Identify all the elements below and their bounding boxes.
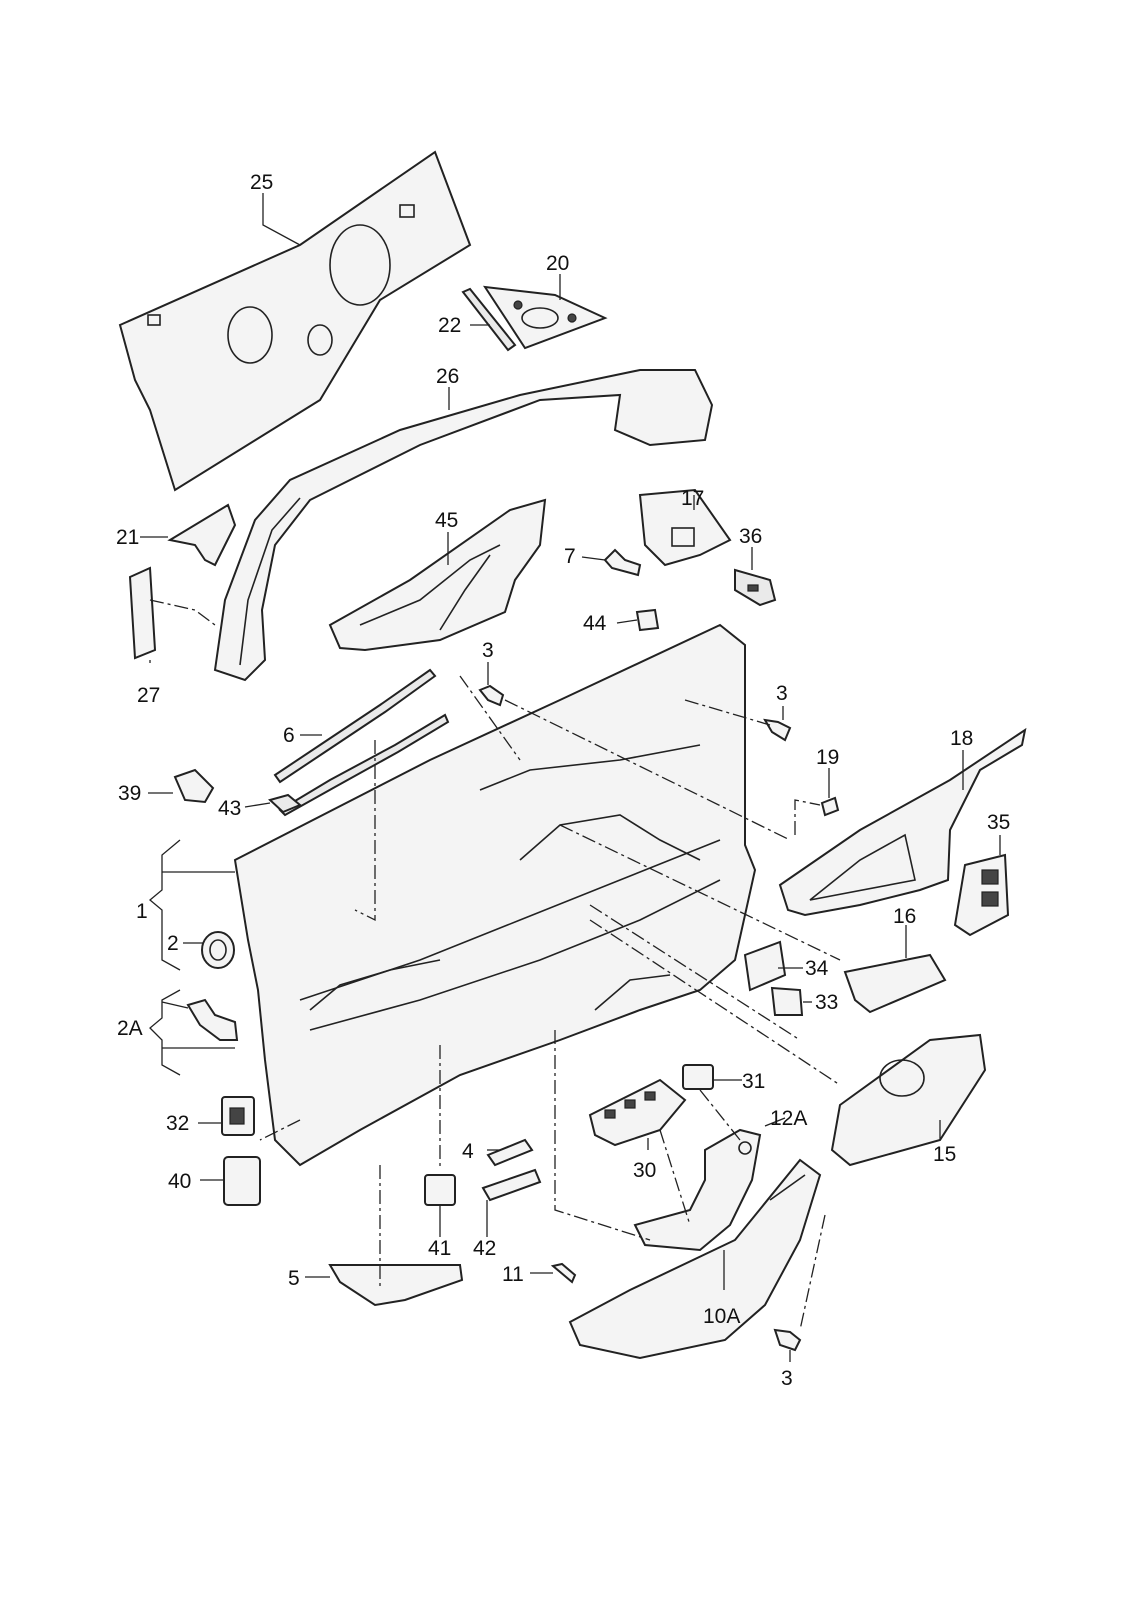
part-31-mirror-switch[interactable]	[682, 1064, 714, 1090]
part-15-speaker-grille[interactable]	[830, 1033, 987, 1167]
label-4: 4	[462, 1140, 474, 1163]
label-20: 20	[546, 252, 569, 275]
label-31: 31	[742, 1070, 765, 1093]
part-42-lamp[interactable]	[481, 1168, 542, 1202]
label-25: 25	[250, 171, 273, 194]
part-27-foam-strip[interactable]	[128, 566, 157, 660]
part-39-bracket[interactable]	[173, 768, 215, 804]
label-44: 44	[583, 612, 607, 635]
label-21: 21	[116, 526, 139, 549]
label-3-a: 3	[482, 639, 494, 662]
part-7-bolt[interactable]	[603, 548, 642, 577]
label-1: 1	[136, 900, 148, 923]
part-45-trim-insert[interactable]	[328, 498, 547, 652]
label-40: 40	[168, 1170, 191, 1193]
label-26: 26	[436, 365, 459, 388]
alignment-lines	[149, 599, 841, 1331]
part-36-switch[interactable]	[734, 568, 777, 607]
label-19: 19	[816, 746, 839, 769]
part-44-clip[interactable]	[635, 608, 660, 632]
label-18: 18	[950, 727, 973, 750]
label-36: 36	[739, 525, 762, 548]
part-22-seal-strip[interactable]	[461, 287, 517, 352]
part-5-lower-trim[interactable]	[328, 1264, 464, 1307]
part-12A-switch-bezel[interactable]	[633, 1128, 762, 1252]
label-5: 5	[288, 1267, 300, 1290]
part-40-switch[interactable]	[223, 1156, 261, 1206]
part-21-bracket[interactable]	[167, 503, 237, 567]
label-30: 30	[633, 1159, 656, 1182]
part-30-window-switch-block[interactable]	[588, 1078, 687, 1147]
label-35: 35	[987, 811, 1010, 834]
label-34: 34	[805, 957, 829, 980]
part-16-frame[interactable]	[843, 953, 947, 1014]
label-42: 42	[473, 1237, 496, 1260]
part-26-frame-trim[interactable]	[213, 369, 714, 682]
part-6-strips[interactable]	[273, 668, 450, 817]
label-32: 32	[166, 1112, 189, 1135]
label-17: 17	[681, 487, 704, 510]
label-33: 33	[815, 991, 838, 1014]
label-27: 27	[137, 684, 160, 707]
part-18-upper-trim[interactable]	[778, 727, 1027, 917]
label-3-b: 3	[776, 682, 788, 705]
part-4-cover[interactable]	[486, 1138, 534, 1167]
label-16: 16	[893, 905, 916, 928]
part-3-screw-a[interactable]	[478, 684, 505, 707]
label-43: 43	[218, 797, 241, 820]
part-1-door-trim-panel[interactable]	[233, 623, 757, 1167]
label-45: 45	[435, 509, 458, 532]
part-41-lamp[interactable]	[424, 1174, 456, 1206]
part-2-clip[interactable]	[201, 931, 235, 969]
part-25-insulation-panel[interactable]	[118, 150, 472, 492]
label-3-c: 3	[781, 1367, 793, 1390]
part-3-screw-b[interactable]	[763, 718, 792, 742]
part-43-light-strip[interactable]	[268, 793, 302, 814]
label-2A: 2A	[117, 1017, 143, 1040]
part-10A-armrest[interactable]	[568, 1158, 822, 1360]
label-7: 7	[564, 545, 576, 568]
label-10A: 10A	[703, 1305, 740, 1328]
part-33-switch[interactable]	[770, 986, 804, 1016]
label-15: 15	[933, 1143, 956, 1166]
label-41: 41	[428, 1237, 451, 1260]
part-35-switch-block[interactable]	[953, 853, 1010, 937]
label-2: 2	[167, 932, 179, 955]
part-3-screw-c[interactable]	[773, 1328, 802, 1352]
part-19-clip[interactable]	[820, 796, 840, 817]
part-32-switch[interactable]	[221, 1096, 255, 1136]
part-34-switch[interactable]	[743, 940, 787, 992]
label-6: 6	[283, 724, 295, 747]
part-20-mirror-triangle-cover[interactable]	[482, 285, 608, 350]
label-12A: 12A	[770, 1107, 807, 1130]
label-22: 22	[438, 314, 461, 337]
leader-lines	[140, 193, 1001, 1362]
part-11-screw[interactable]	[550, 1262, 577, 1284]
label-39: 39	[118, 782, 141, 805]
part-17-switch-housing[interactable]	[638, 488, 732, 567]
label-11: 11	[502, 1263, 524, 1286]
part-2A-clip[interactable]	[186, 998, 239, 1041]
callout-labels: 25 20 22 26 17 21 45 7 36 27 44 3 3 6 39…	[116, 171, 1010, 1390]
